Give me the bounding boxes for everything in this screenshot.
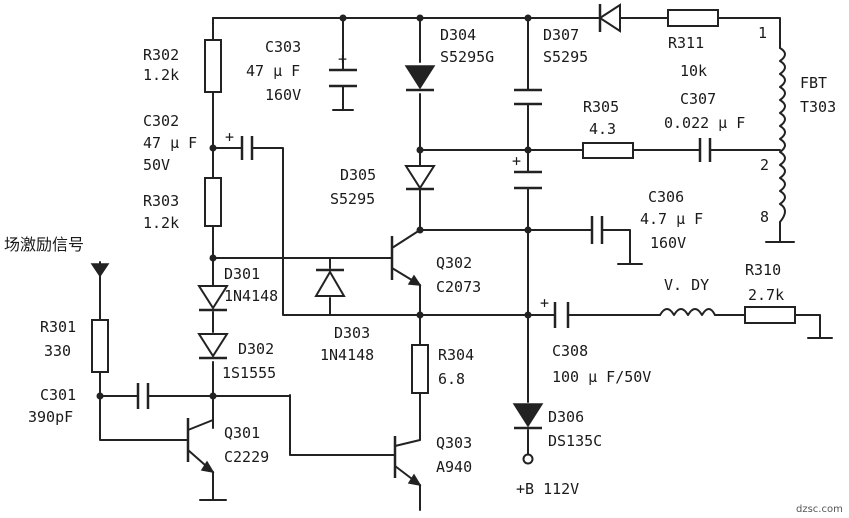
bus-capacitor-symbol [514,88,542,106]
supply-terminal [522,453,534,465]
c301-value: 390pF [28,408,73,426]
q302-ref: Q302 [436,254,472,272]
d302-ref: D302 [238,340,274,358]
d307-ref: D307 [543,26,579,44]
d301-value: 1N4148 [224,287,278,305]
d304-symbol [404,65,436,92]
c302-ref: C302 [143,112,179,130]
fbt-ref: FBT [800,74,827,92]
r311-body [667,9,719,27]
r301-ref: R301 [40,318,76,336]
fbt-winding-symbol [779,47,786,223]
c308-value: 100 μ F/50V [552,368,651,386]
r305-body [582,142,634,159]
d302-value: 1S1555 [222,364,276,382]
r305-value: 4.3 [589,120,616,138]
svg-text:+: + [540,294,549,312]
c308-ref: C308 [552,342,588,360]
r303-body [204,177,222,227]
q302-symbol [387,229,422,286]
r311-ref: R311 [668,34,704,52]
c303-symbol: + [329,50,357,111]
r310-body [744,306,796,324]
svg-text:+: + [225,128,234,146]
c306-voltage: 160V [650,234,686,252]
vdy-coil-symbol [659,308,716,316]
d306-value: DS135C [548,432,602,450]
d301-ref: D301 [224,265,260,283]
d307-value: S5295 [543,48,588,66]
q303-symbol [393,436,422,487]
vdy-label: V. DY [664,276,709,294]
r301-value: 330 [44,342,71,360]
fbt-value: T303 [800,98,836,116]
fbt-pin-8: 8 [760,208,769,226]
d307-symbol [584,3,636,33]
bus-electrolytic-symbol: + [512,152,542,190]
junctions [96,14,532,400]
svg-text:+: + [338,50,347,68]
d303-value: 1N4148 [320,346,374,364]
c301-ref: C301 [40,386,76,404]
d302-symbol [197,333,229,360]
c302-symbol: + [225,128,254,160]
r304-ref: R304 [438,346,474,364]
r304-body [411,344,429,394]
d305-ref: D305 [340,166,376,184]
d304-value: S5295G [440,48,494,66]
r310-value: 2.7k [748,286,784,304]
supply-label: +B 112V [516,480,579,498]
fbt-pin-2: 2 [760,156,769,174]
r302-body [204,39,222,93]
q301-ref: Q301 [224,424,260,442]
d304-ref: D304 [440,26,476,44]
d305-value: S5295 [330,190,375,208]
d303-ref: D303 [334,324,370,342]
d306-ref: D306 [548,408,584,426]
c302-voltage: 50V [143,156,170,174]
c308-symbol: + [540,294,570,328]
q302-value: C2073 [436,278,481,296]
q303-ref: Q303 [436,434,472,452]
c303-value: 47 μ F [246,62,300,80]
svg-text:+: + [512,152,521,170]
c303-voltage: 160V [265,86,301,104]
r305-ref: R305 [583,98,619,116]
c306-value: 4.7 μ F [640,210,703,228]
r302-ref: R302 [143,46,179,64]
d305-symbol [404,165,436,191]
r303-ref: R303 [143,192,179,210]
input-arrow-icon [90,263,110,278]
c307-ref: C307 [680,90,716,108]
c302-value: 47 μ F [143,134,197,152]
r302-value: 1.2k [143,66,179,84]
wiring [99,17,833,511]
c301-symbol [136,383,150,409]
watermark: dzsc.com [796,504,843,515]
q301-symbol [186,418,215,474]
r311-value: 10k [680,62,707,80]
q303-value: A940 [436,458,472,476]
q301-value: C2229 [224,448,269,466]
r303-value: 1.2k [143,214,179,232]
fbt-pin-1: 1 [758,24,767,42]
c306-symbol [590,216,604,244]
c307-symbol [698,138,712,162]
r301-body [91,319,109,373]
c307-value: 0.022 μ F [664,114,745,132]
d306-symbol [512,403,544,430]
c303-ref: C303 [265,38,301,56]
d303-symbol [314,268,346,297]
r310-ref: R310 [745,261,781,279]
c306-ref: C306 [648,188,684,206]
input-signal-label: 场激励信号 [4,235,84,254]
r304-value: 6.8 [438,370,465,388]
d301-symbol [197,281,229,312]
